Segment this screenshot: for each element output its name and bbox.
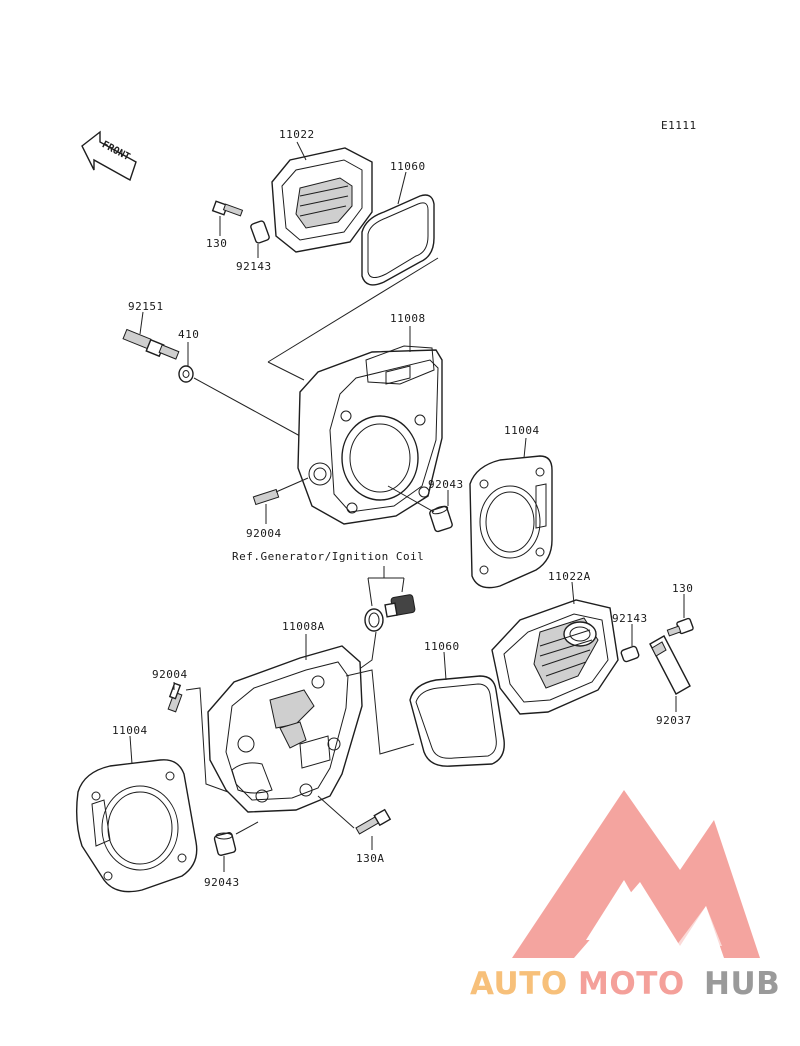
label-92037: 92037	[656, 714, 692, 727]
label-92004-rear: 92004	[152, 668, 188, 681]
label-92151: 92151	[128, 300, 164, 313]
front-arrow-icon: FRONT	[81, 130, 137, 182]
label-11060-rear: 11060	[424, 640, 460, 653]
stud-92004-front-drawing	[252, 488, 280, 506]
label-11004-front: 11004	[504, 424, 540, 437]
diagram-code: E1111	[661, 119, 697, 132]
label-92143-front: 92143	[236, 260, 272, 273]
label-130A: 130A	[356, 852, 385, 865]
head-gasket-rear-drawing	[75, 759, 198, 893]
cylinder-head-rear-drawing	[207, 645, 363, 813]
label-11008A: 11008A	[282, 620, 325, 633]
label-92043-front: 92043	[428, 478, 464, 491]
head-cover-rear-drawing	[491, 599, 619, 715]
ignition-sensor-drawing	[364, 594, 416, 632]
automotohub-logo-icon	[512, 790, 760, 958]
label-11004-rear: 11004	[112, 724, 148, 737]
bracket-92037-drawing	[649, 635, 691, 695]
bolt-130A-drawing	[355, 808, 392, 835]
stud-92004-rear-drawing	[167, 682, 183, 713]
watermark-word-moto: MOTO	[578, 966, 685, 1002]
watermark-word-hub: HUB	[704, 966, 780, 1002]
label-11008: 11008	[390, 312, 426, 325]
label-92043-rear: 92043	[204, 876, 240, 889]
reference-note: Ref.Generator/Ignition Coil	[232, 550, 424, 563]
dowel-pin-92043-rear-drawing	[213, 832, 237, 856]
dowel-pin-92043-front-drawing	[429, 505, 453, 533]
dowel-92143-front-drawing	[250, 220, 270, 244]
label-11060-front: 11060	[390, 160, 426, 173]
label-410: 410	[178, 328, 199, 341]
bolt-130-front-drawing	[211, 200, 244, 217]
label-11022: 11022	[279, 128, 315, 141]
watermark-word-auto: AUTO	[470, 966, 568, 1002]
head-cover-gasket-front-drawing	[361, 194, 435, 286]
dowel-92143-rear-drawing	[620, 645, 640, 663]
bolt-130-rear-drawing	[666, 617, 694, 637]
stud-92151-drawing	[122, 328, 180, 360]
label-130-front: 130	[206, 237, 227, 250]
label-130-rear-cover: 130	[672, 582, 693, 595]
head-cover-gasket-rear-drawing	[409, 675, 505, 767]
head-gasket-front-drawing	[469, 455, 553, 589]
cylinder-head-front-drawing	[297, 345, 443, 525]
head-cover-front-drawing	[271, 147, 373, 253]
label-11022A: 11022A	[548, 570, 591, 583]
washer-410-drawing	[178, 365, 194, 383]
label-92004-front: 92004	[246, 527, 282, 540]
label-92143-rear: 92143	[612, 612, 648, 625]
